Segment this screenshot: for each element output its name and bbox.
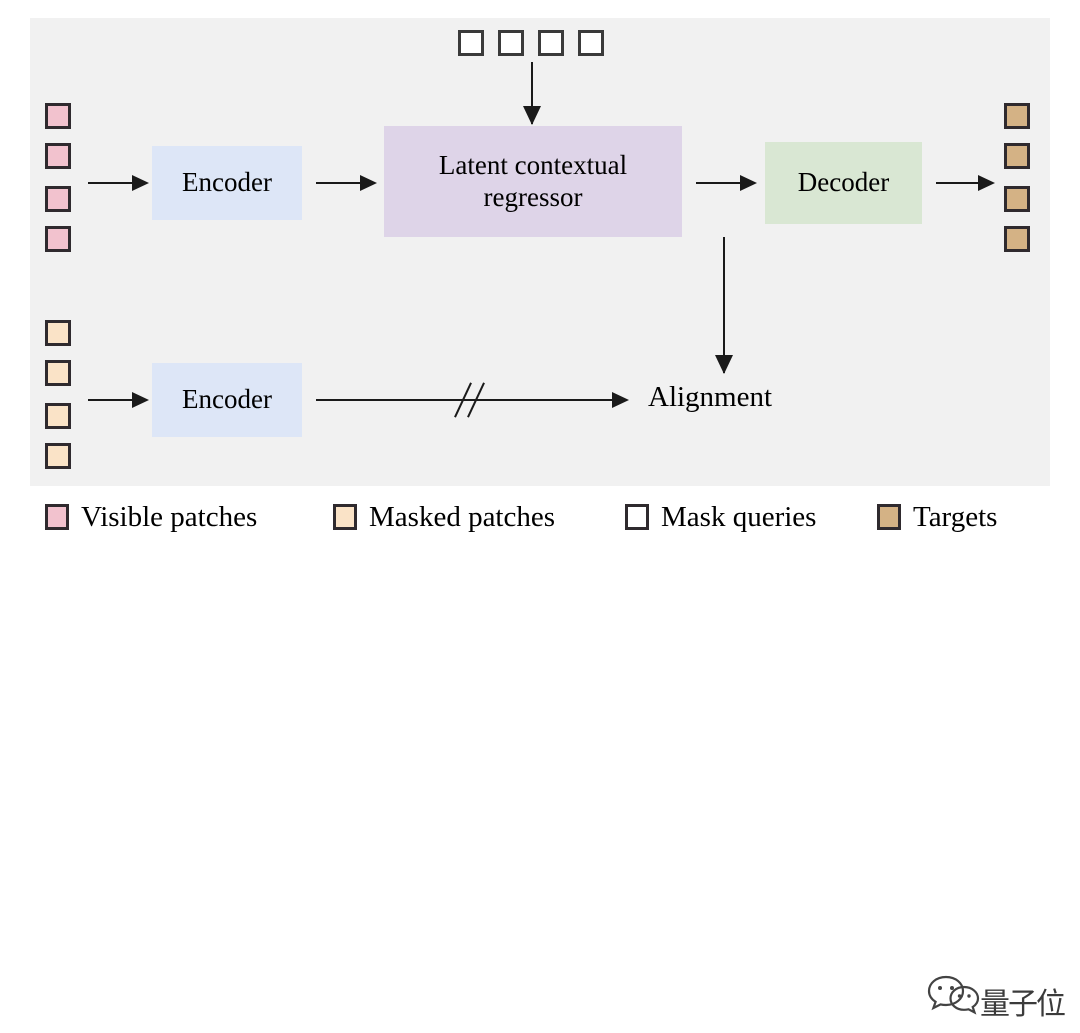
legend-item-masked-patches: Masked patches	[333, 500, 555, 534]
legend-swatch-masked-icon	[333, 504, 357, 530]
arrow-encoder-to-regressor	[316, 172, 377, 194]
masked-patch	[45, 360, 71, 386]
legend-label-visible-patches: Visible patches	[81, 500, 258, 533]
decoder-box[interactable]: Decoder	[765, 142, 922, 224]
encoder-box-top-label: Encoder	[182, 167, 272, 198]
legend-item-targets: Targets	[877, 500, 997, 534]
arrow-shaft	[531, 62, 533, 124]
legend: Visible patches Masked patches Mask quer…	[0, 486, 1080, 1022]
encoder-box-bottom-label: Encoder	[182, 384, 272, 415]
masked-patch	[45, 320, 71, 346]
arrow-visible-patches-to-encoder	[88, 172, 149, 194]
target-patch	[1004, 143, 1030, 169]
arrow-head	[612, 392, 629, 408]
regressor-label-line2: regressor	[483, 181, 583, 212]
wechat-icon	[927, 975, 980, 1015]
regressor-label-line1: Latent contextual	[438, 149, 628, 180]
arrow-shaft	[88, 399, 136, 401]
target-patch	[1004, 226, 1030, 252]
mask-query-patch	[458, 30, 484, 56]
visible-patch	[45, 103, 71, 129]
arrow-regressor-to-alignment	[713, 237, 735, 374]
legend-swatch-visible-icon	[45, 504, 69, 530]
encoder-box-top[interactable]: Encoder	[152, 146, 302, 220]
legend-swatch-targets-icon	[877, 504, 901, 530]
visible-patch	[45, 186, 71, 212]
legend-label-masked-patches: Masked patches	[369, 500, 556, 533]
legend-item-mask-queries: Mask queries	[625, 500, 816, 534]
decoder-box-label: Decoder	[797, 167, 890, 198]
arrow-head	[132, 392, 149, 408]
arrow-shaft	[723, 237, 725, 373]
arrow-head	[978, 175, 995, 191]
encoder-box-bottom[interactable]: Encoder	[152, 363, 302, 437]
arrow-decoder-to-targets	[936, 172, 995, 194]
visible-patch	[45, 226, 71, 252]
arrow-mask-queries-to-regressor	[521, 62, 543, 125]
legend-label-targets: Targets	[913, 500, 998, 533]
arrow-head	[360, 175, 377, 191]
visible-patch	[45, 143, 71, 169]
latent-contextual-regressor-box[interactable]: Latent contextual regressor	[384, 126, 682, 237]
legend-swatch-queries-icon	[625, 504, 649, 530]
arrow-regressor-to-decoder	[696, 172, 757, 194]
target-patch	[1004, 186, 1030, 212]
arrow-head	[715, 355, 733, 374]
stop-gradient-marker	[454, 381, 488, 419]
arrow-shaft	[88, 182, 136, 184]
arrow-shaft	[696, 182, 744, 184]
arrow-masked-patches-to-encoder	[88, 389, 149, 411]
arrow-head	[523, 106, 541, 125]
arrow-shaft	[316, 399, 616, 401]
watermark: 量子位	[926, 973, 1076, 1033]
legend-label-mask-queries: Mask queries	[661, 500, 817, 533]
masked-patch	[45, 443, 71, 469]
watermark-text: 量子位	[980, 987, 1066, 1022]
arrow-shaft	[936, 182, 982, 184]
arrow-shaft	[316, 182, 364, 184]
mask-query-patch	[498, 30, 524, 56]
masked-patch	[45, 403, 71, 429]
arrow-head	[740, 175, 757, 191]
legend-item-visible-patches: Visible patches	[45, 500, 257, 534]
mask-query-patch	[538, 30, 564, 56]
arrow-encoder-to-alignment	[316, 389, 629, 411]
arrow-head	[132, 175, 149, 191]
architecture-diagram: Encoder Latent contextual regressor Deco…	[0, 18, 1080, 1022]
target-patch	[1004, 103, 1030, 129]
alignment-label: Alignment	[648, 381, 773, 413]
mask-query-patch	[578, 30, 604, 56]
